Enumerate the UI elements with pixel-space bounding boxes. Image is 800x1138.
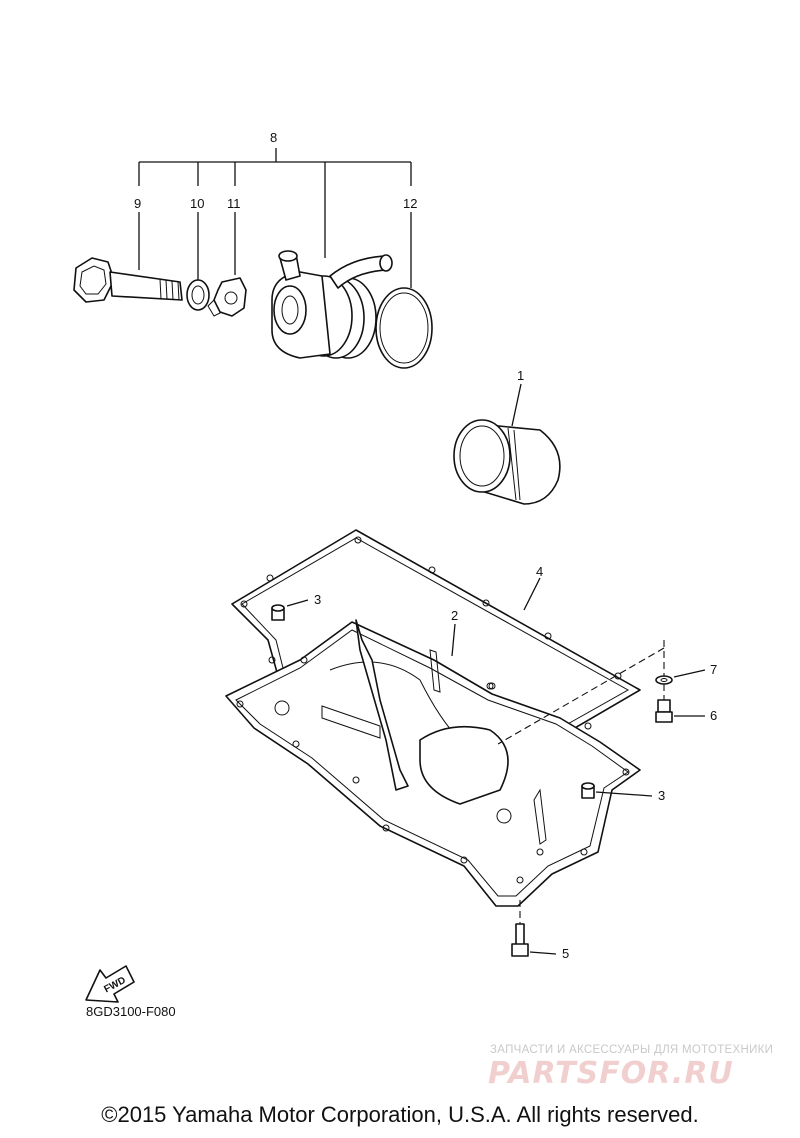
watermark-logo: PARTSFOR.RU: [488, 1056, 734, 1091]
lock-washer-part: [207, 277, 247, 317]
washer-part: [186, 279, 210, 311]
drain-washer-part: [497, 640, 706, 745]
pan-bolt-part: [511, 900, 557, 957]
callout-4: 4: [536, 564, 543, 579]
callout-7: 7: [710, 662, 717, 677]
callout-11: 11: [227, 196, 241, 211]
fwd-arrow-icon: FWD: [85, 965, 135, 1003]
oil-filter-part: [453, 383, 561, 505]
callout-2: 2: [451, 608, 458, 623]
diagram-code: 8GD3100-F080: [86, 1004, 176, 1019]
callout-6: 6: [710, 708, 717, 723]
copyright-notice: ©2015 Yamaha Motor Corporation, U.S.A. A…: [101, 1102, 699, 1127]
callout-1: 1: [517, 368, 524, 383]
oil-pan-part: [225, 619, 641, 907]
callout-9: 9: [134, 196, 141, 211]
callout-12: 12: [403, 196, 417, 211]
hollow-bolt-part: [73, 257, 183, 303]
callout-5: 5: [562, 946, 569, 961]
callout-10: 10: [190, 196, 204, 211]
callout-8: 8: [270, 130, 277, 145]
o-ring-part: [375, 287, 433, 369]
callout-3-lower: 3: [658, 788, 665, 803]
callout-3-upper: 3: [314, 592, 321, 607]
watermark-tagline: ЗАПЧАСТИ И АКСЕССУАРЫ ДЛЯ МОТОТЕХНИКИ: [490, 1044, 774, 1056]
callout-bracket-8: [138, 148, 412, 288]
drain-bolt-part: [655, 699, 705, 723]
dowel-pin-part-lower: [581, 782, 653, 799]
dowel-pin-part-upper: [271, 599, 309, 621]
oil-cooler-part: [271, 250, 393, 359]
